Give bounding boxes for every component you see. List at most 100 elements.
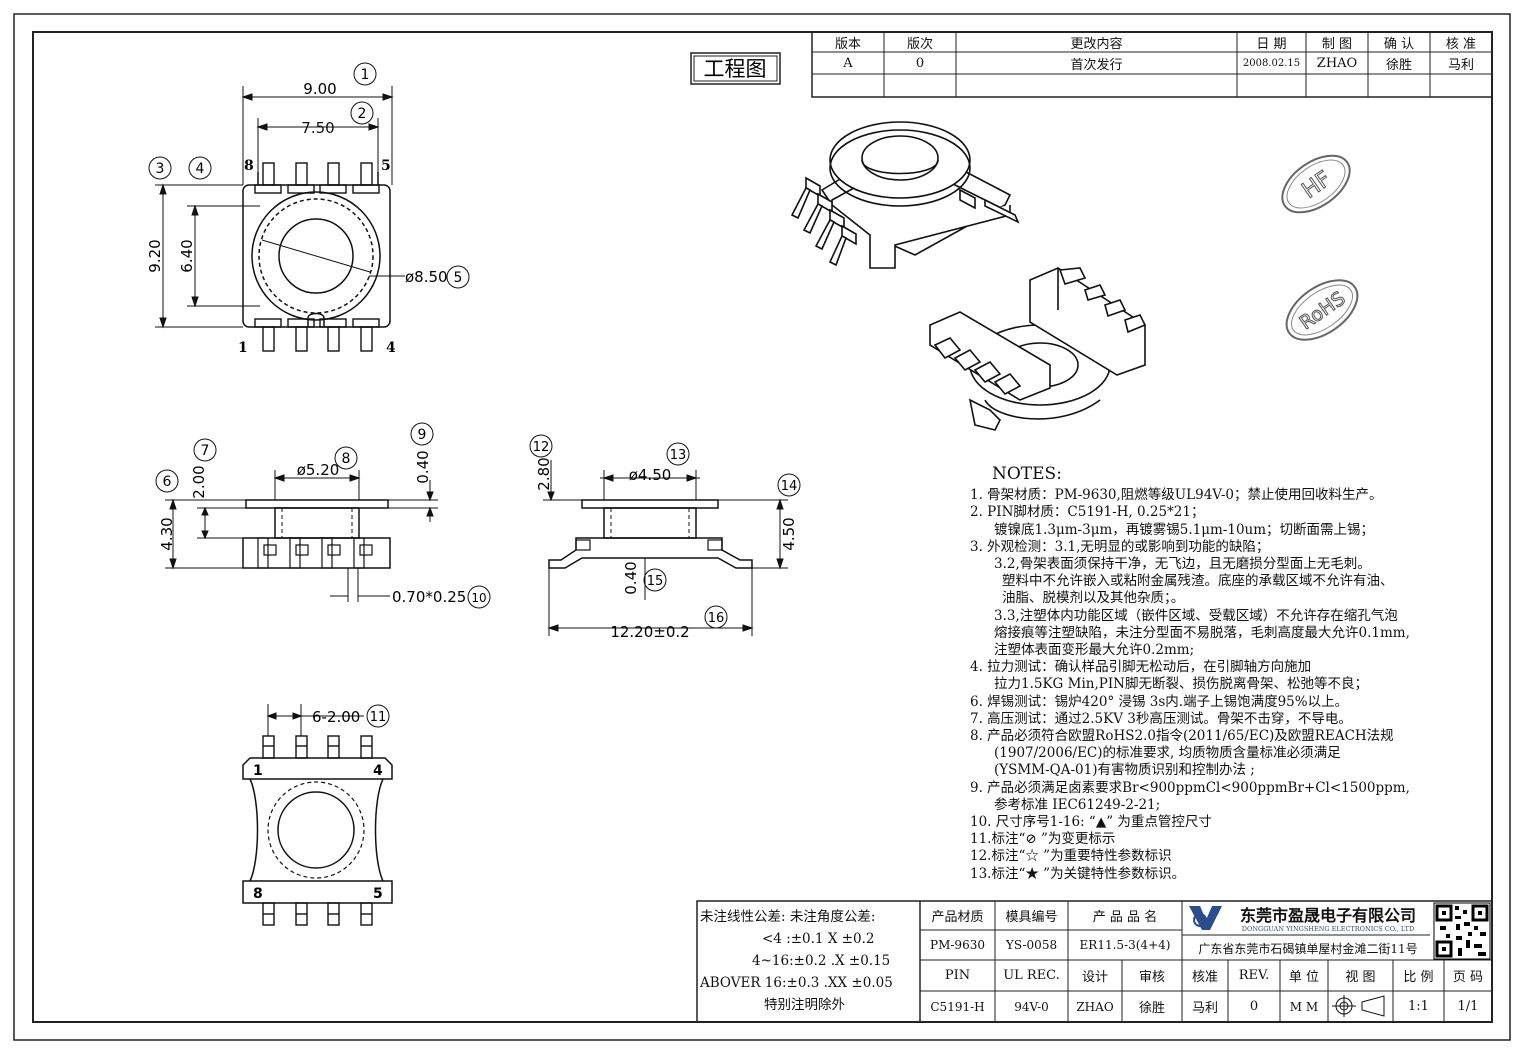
note-line: 9. 产品必须满足卤素要求Br<900ppmCl<900ppmBr+Cl<150… <box>970 779 1410 796</box>
top-view-labels: 9.00 7.50 9.20 6.40 ø8.50 8 5 1 4 <box>146 80 448 356</box>
rev-header-confirm: 确 认 <box>1383 36 1415 52</box>
pin-8-label: 8 <box>244 158 254 174</box>
tb-page: 1/1 <box>1457 999 1479 1014</box>
pin-5-label: 5 <box>381 158 391 174</box>
note-line: (1907/2006/EC)的标准要求, 均质物质含量标准必须满足 <box>994 745 1341 762</box>
dim-0-70x0-25: 0.70*0.25 <box>392 588 466 606</box>
balloon-9: 9 <box>418 427 427 443</box>
title-box-text: 工程图 <box>704 57 767 81</box>
balloon-2: 2 <box>358 106 367 122</box>
rev-approve: 马利 <box>1447 57 1474 73</box>
note-line: 3. 外观检测：3.1,无明显的或影响到功能的缺陷； <box>970 538 1270 555</box>
note-line: 13.标注“★ ”为关键特性参数标识。 <box>970 865 1186 882</box>
note-line: 8. 产品必须符合欧盟RoHS2.0指令(2011/65/EC)及欧盟REACH… <box>970 728 1394 745</box>
rev-confirm: 徐胜 <box>1385 57 1412 73</box>
dim-2-00: 2.00 <box>190 465 208 498</box>
bottom-pin-5: 5 <box>373 886 383 902</box>
tb-review: 徐胜 <box>1138 1001 1165 1016</box>
tb-pin: C5191-H <box>930 999 985 1014</box>
rev-edition: 0 <box>915 55 925 71</box>
note-line: 镀镍底1.3μm-3μm，再镀雾锡5.1μm-10um；切断面需上锡； <box>994 521 1375 538</box>
dim-0-40: 0.40 <box>414 450 432 483</box>
dim-9-00: 9.00 <box>303 80 336 98</box>
qr-code-icon <box>1433 902 1491 960</box>
note-line: (YSMM-QA-01)有害物质识别和控制办法 ; <box>994 762 1255 779</box>
note-line: 油脂、脱模剂以及其他杂质；。 <box>1002 590 1185 607</box>
tb-view-label: 视 图 <box>1345 970 1376 985</box>
company-name-cn: 东莞市盈晟电子有限公司 <box>1239 906 1416 925</box>
note-line: 2. PIN脚材质：C5191-H, 0.25*21； <box>970 504 1205 521</box>
side-view-dims <box>165 470 438 602</box>
note-line: 拉力1.5KG Min,PIN脚无断裂、损伤脱离骨架、松弛等不良； <box>994 676 1368 693</box>
iso-view-top <box>790 121 1020 269</box>
tb-mold: YS-0058 <box>1005 938 1058 952</box>
balloon-8: 8 <box>342 451 351 467</box>
company-name-en: DONGGUAN YINGSHENG ELECTRONICS CO., LTD <box>1241 925 1415 933</box>
balloon-15: 15 <box>647 574 664 589</box>
side-view <box>242 499 391 569</box>
note-line: 3.3,注塑体内功能区域（嵌件区域、受载区域）不允许存在缩孔气泡 <box>994 607 1398 624</box>
top-view <box>242 162 391 352</box>
rev-header-drawn: 制 图 <box>1321 36 1353 52</box>
front-view <box>548 499 753 569</box>
balloon-14: 14 <box>781 479 798 494</box>
dim-12-20: 12.20±0.2 <box>610 623 689 641</box>
balloon-4: 4 <box>196 161 205 177</box>
dim-7-50: 7.50 <box>301 119 334 137</box>
hf-stamp: HF <box>1281 154 1351 214</box>
balloon-10: 10 <box>471 591 486 605</box>
tb-ul: 94V-0 <box>1014 999 1049 1014</box>
tb-review-label: 审核 <box>1138 970 1165 985</box>
balloon-12: 12 <box>533 440 550 455</box>
tolerance-line: ABOVER 16:±0.3 .XX ±0.05 <box>700 975 893 991</box>
tb-pin-label: PIN <box>944 968 971 983</box>
rev-date: 2008.02.15 <box>1242 57 1301 69</box>
tb-material-label: 产品材质 <box>931 910 984 925</box>
rev-header-content: 更改内容 <box>1070 36 1123 52</box>
dim-6-40: 6.40 <box>178 239 196 272</box>
tb-approve: 马利 <box>1191 1001 1218 1016</box>
tb-design: ZHAO <box>1076 999 1114 1014</box>
tb-product-name: ER11.5-3(4+4) <box>1079 938 1171 952</box>
tb-unit: M M <box>1289 999 1319 1014</box>
tb-page-label: 页 码 <box>1452 970 1484 985</box>
company-address: 广东省东莞市石碣镇单屋村金滩二街11号 <box>1198 941 1418 956</box>
title-block-grid <box>696 900 1493 1023</box>
outer-frame <box>13 13 1511 1041</box>
tb-rev-label: REV. <box>1238 968 1270 983</box>
rohs-stamp: RoHS <box>1285 279 1359 341</box>
dim-2-80: 2.80 <box>535 457 553 490</box>
rev-header-date: 日 期 <box>1256 36 1287 52</box>
tolerance-line: 4~16:±0.2 .X ±0.15 <box>752 953 891 969</box>
note-line: 参考标准 IEC61249-2-21; <box>994 796 1161 813</box>
note-line: 注塑体表面变形最大允许0.2mm; <box>994 642 1195 659</box>
balloon-5: 5 <box>454 270 463 286</box>
note-line: 11.标注“⊘ ”为变更标示 <box>970 831 1116 848</box>
tb-scale-label: 比 例 <box>1403 970 1434 985</box>
bottom-view <box>242 735 393 926</box>
rev-header-edition: 版次 <box>906 36 933 52</box>
notes-title: NOTES: <box>992 464 1062 484</box>
rev-version: A <box>843 55 853 71</box>
note-line: 熔接痕等注塑缺陷，未注分型面不易脱落，毛刺高度最大允许0.1mm, <box>994 624 1410 641</box>
note-line: 6. 焊锡测试：锡炉420° 浸锡 3s内.端子上锡饱满度95%以上。 <box>970 693 1349 710</box>
title-box <box>690 52 781 85</box>
balloon-11: 11 <box>370 710 387 725</box>
tb-material: PM-9630 <box>930 938 985 952</box>
company-logo <box>1189 906 1222 930</box>
tolerance-header: 未注线性公差: 未注角度公差: <box>700 909 876 925</box>
dim-8-50: ø8.50 <box>405 268 448 286</box>
hf-stamp-text: HF <box>1298 167 1336 204</box>
balloons-top <box>148 62 470 289</box>
rev-content: 首次发行 <box>1070 57 1123 73</box>
tb-design-label: 设计 <box>1081 970 1108 985</box>
rev-header-version: 版本 <box>834 36 861 52</box>
bottom-pin-8: 8 <box>253 886 263 902</box>
balloons-front <box>529 434 801 629</box>
balloons-side <box>155 422 491 609</box>
note-line: 1. 骨架材质：PM-9630,阻燃等级UL94V-0；禁止使用回收料生产。 <box>970 487 1383 504</box>
pin-4-label: 4 <box>386 340 396 356</box>
dim-9-20: 9.20 <box>146 239 164 272</box>
tb-rev: 0 <box>1249 999 1259 1014</box>
note-line: 10. 尺寸序号1-16: “▲” 为重点管控尺寸 <box>970 814 1212 831</box>
